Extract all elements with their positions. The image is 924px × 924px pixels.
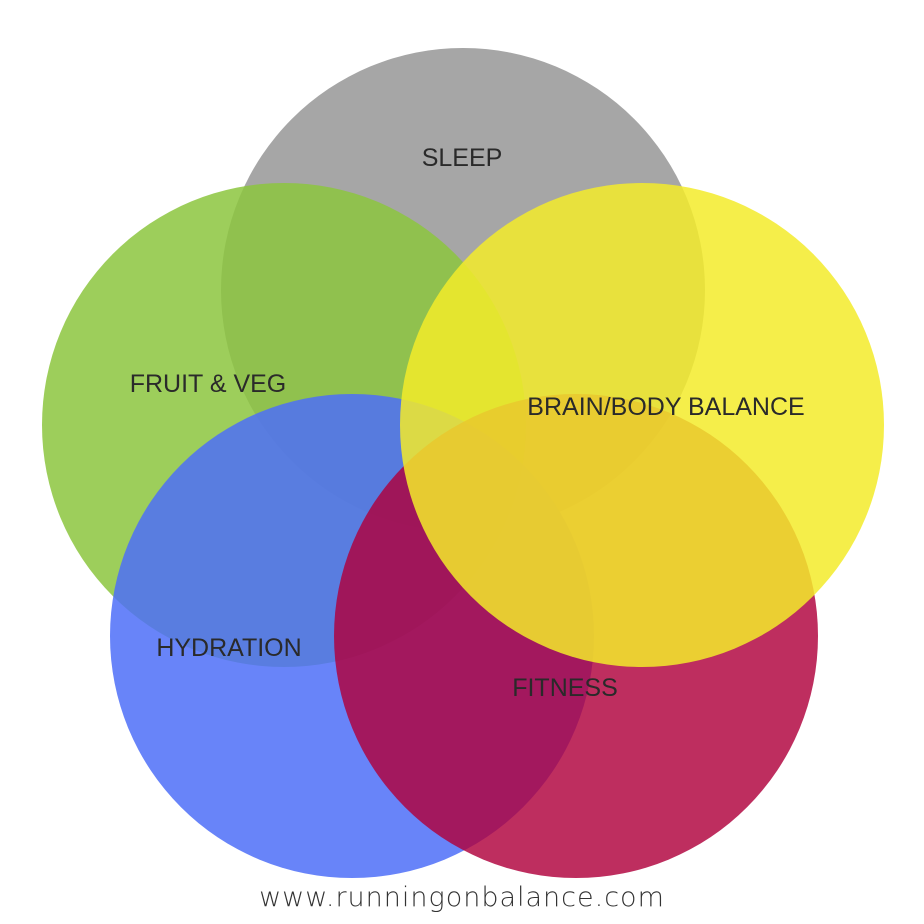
label-hydration: HYDRATION bbox=[156, 634, 301, 662]
label-brain-body-balance: BRAIN/BODY BALANCE bbox=[527, 393, 804, 421]
circle-brain-body-balance bbox=[400, 183, 884, 667]
label-fruit-veg: FRUIT & VEG bbox=[130, 370, 287, 398]
label-fitness: FITNESS bbox=[512, 674, 618, 702]
label-sleep: SLEEP bbox=[422, 144, 503, 172]
website-url: www.runningonbalance.com bbox=[259, 882, 665, 913]
